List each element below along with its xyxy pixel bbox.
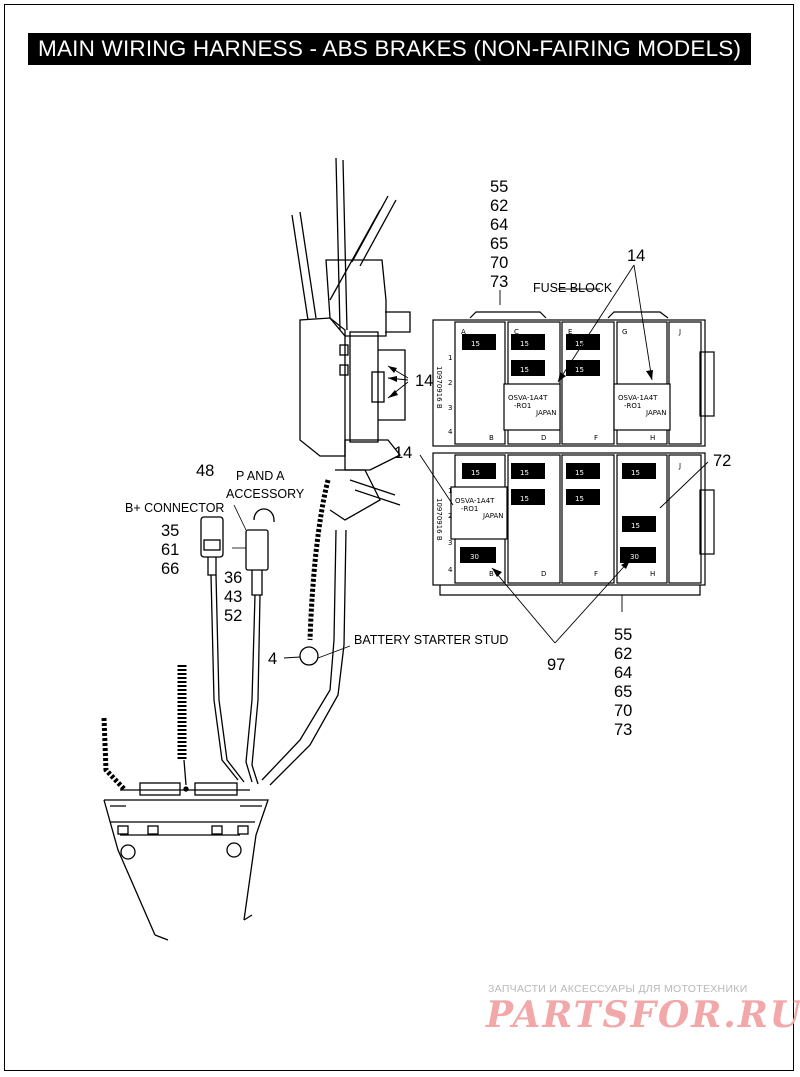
column-letter: J <box>678 328 681 336</box>
callout-number: 36 <box>224 569 242 587</box>
watermark-tagline: ЗАПЧАСТИ И АКСЕССУАРЫ ДЛЯ МОТОТЕХНИКИ <box>488 983 748 995</box>
column-letter: F <box>594 434 598 442</box>
callout-number: 72 <box>713 452 731 470</box>
fuse-label: 15 <box>575 366 584 374</box>
page-title: MAIN WIRING HARNESS - ABS BRAKES (NON-FA… <box>28 33 751 65</box>
column-letter: B <box>489 434 494 442</box>
callout-number: 4 <box>268 650 277 668</box>
fuse-label: 30 <box>470 553 479 561</box>
part-number: 10970916 B <box>435 366 443 409</box>
callout-number: 97 <box>547 656 565 674</box>
column-letter: D <box>541 434 546 442</box>
callout-leaders-2 <box>283 656 301 659</box>
fuse-block-markings: A C E G J B D F H J B D F H 1 2 3 4 1 2 … <box>435 328 681 578</box>
row-number: 4 <box>448 566 453 574</box>
callout-number: 64 <box>490 216 508 234</box>
page-border <box>4 4 794 1071</box>
callout-number: 65 <box>490 235 508 253</box>
fuse-label: 15 <box>471 340 480 348</box>
relay-text: JAPAN <box>535 409 557 417</box>
p-and-a-label-line1: P AND A <box>236 469 285 483</box>
row-number: 2 <box>448 379 452 387</box>
callout-number: 48 <box>196 462 214 480</box>
callouts: 55 62 64 65 70 73 14 14 14 72 97 55 62 6… <box>161 178 731 739</box>
callout-number: 14 <box>627 247 645 265</box>
callout-number: 55 <box>490 178 508 196</box>
fuse-label: 15 <box>520 340 529 348</box>
relay-text: OSVA-1A4T <box>508 394 548 402</box>
callout-number: 70 <box>614 702 632 720</box>
column-letter: C <box>514 328 519 336</box>
fuse-label: 15 <box>575 495 584 503</box>
fuse-label: 30 <box>630 553 639 561</box>
callout-number: 55 <box>614 626 632 644</box>
callout-number: 35 <box>161 522 179 540</box>
fuse-label: 15 <box>631 469 640 477</box>
fuse-cells <box>460 334 656 563</box>
callout-number: 62 <box>490 197 508 215</box>
column-letter: B <box>489 570 494 578</box>
fuse-label: 15 <box>575 340 584 348</box>
column-letter: H <box>650 570 655 578</box>
relay-text: OSVA-1A4T <box>618 394 658 402</box>
relay-text: -RO1 <box>461 505 478 513</box>
leader-lines <box>387 264 709 644</box>
column-letter: F <box>594 570 598 578</box>
column-letter: A <box>461 328 466 336</box>
row-number: 1 <box>448 487 452 495</box>
relay-text: -RO1 <box>514 402 531 410</box>
row-number: 4 <box>448 428 453 436</box>
fuse-label: 15 <box>520 469 529 477</box>
relay-text: OSVA-1A4T <box>455 497 495 505</box>
column-letter: D <box>541 570 546 578</box>
harness-drawing <box>101 157 411 941</box>
row-number: 2 <box>448 512 452 520</box>
text-labels: FUSE BLOCK P AND A ACCESSORY B+ CONNECTO… <box>125 281 613 647</box>
column-letter: H <box>650 434 655 442</box>
callout-number: 64 <box>614 664 632 682</box>
row-number: 1 <box>448 354 452 362</box>
column-letter: E <box>568 328 572 336</box>
callout-number: 61 <box>161 541 179 559</box>
relay-text: -RO1 <box>624 402 641 410</box>
fuse-block-drawing <box>432 311 715 596</box>
callout-number: 73 <box>614 721 632 739</box>
part-number: 10970916 B <box>435 498 443 541</box>
callout-number: 52 <box>224 607 242 625</box>
leader-arrowheads <box>388 366 653 577</box>
row-number: 3 <box>448 539 452 547</box>
callout-number: 14 <box>415 372 433 390</box>
callout-number: 14 <box>394 444 412 462</box>
callout-number: 73 <box>490 273 508 291</box>
callout-number: 62 <box>614 645 632 663</box>
b-plus-connector-label: B+ CONNECTOR <box>125 501 224 515</box>
column-letter: G <box>622 328 627 336</box>
row-number: 3 <box>448 404 452 412</box>
fuse-block-label: FUSE BLOCK <box>533 281 613 295</box>
relay-text: JAPAN <box>645 409 667 417</box>
callout-number: 66 <box>161 560 179 578</box>
fuse-label: 15 <box>520 366 529 374</box>
relay-text: JAPAN <box>482 512 504 520</box>
p-and-a-label-line2: ACCESSORY <box>226 487 305 501</box>
fuse-label: 15 <box>575 469 584 477</box>
fuse-ratings: 15 15 15 15 15 15 15 15 15 15 15 15 30 3… <box>470 340 640 561</box>
battery-starter-stud-label: BATTERY STARTER STUD <box>354 633 508 647</box>
fuse-label: 15 <box>520 495 529 503</box>
fuse-label: 15 <box>631 522 640 530</box>
callout-number: 43 <box>224 588 242 606</box>
column-letter: J <box>678 462 681 470</box>
callout-number: 70 <box>490 254 508 272</box>
callout-number: 65 <box>614 683 632 701</box>
watermark-logo: PARTSFOR.RU <box>486 994 800 1036</box>
fuse-label: 15 <box>471 469 480 477</box>
